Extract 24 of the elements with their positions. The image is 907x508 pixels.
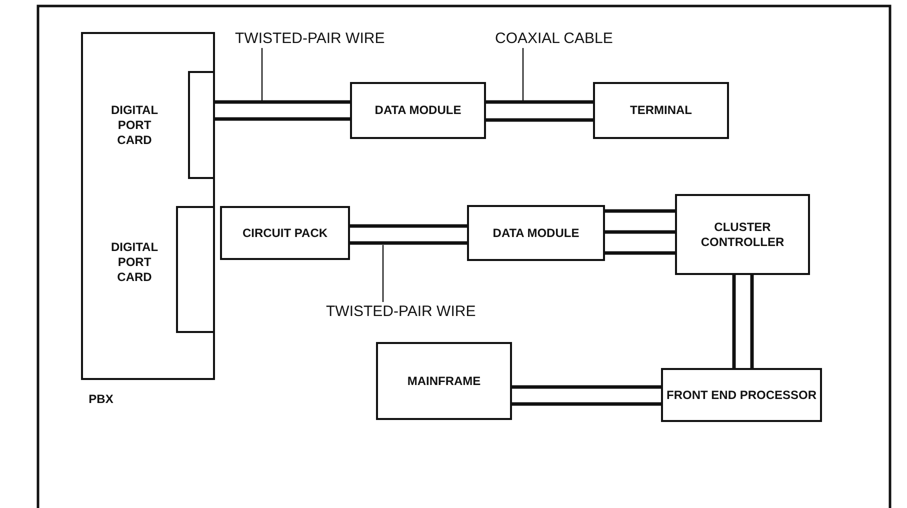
node-label: DIGITAL PORT CARD [110, 102, 160, 148]
process-box [376, 342, 512, 420]
node-caption: PBX [88, 392, 114, 406]
cable-connector [732, 273, 754, 370]
cable-connector [348, 224, 469, 245]
process-box [675, 194, 810, 275]
node-label: DATA MODULE [374, 103, 462, 118]
cable-connector [510, 385, 663, 406]
cable-connector [484, 100, 595, 122]
node-label: DATA MODULE [492, 226, 580, 240]
node-label: CIRCUIT PACK [242, 226, 328, 240]
process-box [467, 205, 605, 261]
process-box [661, 368, 822, 422]
pbx-box [81, 32, 215, 380]
process-box [593, 82, 729, 139]
node-label: TERMINAL [630, 103, 692, 118]
node-label: MAINFRAME [407, 374, 481, 388]
process-box [220, 206, 350, 260]
cable-connector [213, 100, 352, 121]
cable-connector [603, 209, 677, 255]
process-box [350, 82, 486, 139]
node-label: CLUSTER CONTROLLER [700, 220, 786, 250]
node-label: DIGITAL PORT CARD [110, 240, 160, 284]
node-label: FRONT END PROCESSOR [666, 388, 816, 402]
